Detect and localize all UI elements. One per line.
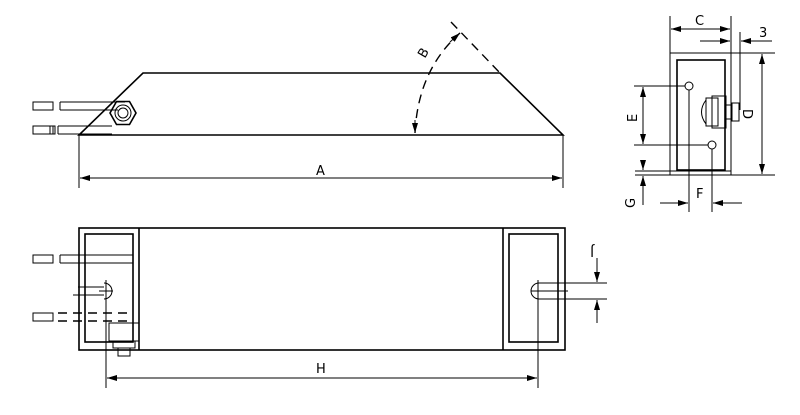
cable-gland [701, 95, 740, 129]
label-3: 3 [759, 26, 767, 41]
label-g: G [624, 198, 639, 208]
wire-terminal [32, 125, 54, 135]
bottom-view [32, 227, 607, 388]
side-view-frame [676, 59, 726, 171]
mounting-hole [707, 140, 717, 150]
label-a: A [316, 164, 325, 179]
label-j: J [590, 243, 595, 258]
label-e: E [626, 114, 641, 122]
top-view [32, 21, 565, 188]
wire-terminal [32, 101, 54, 111]
hex-nut [109, 100, 137, 126]
label-h: H [316, 362, 326, 377]
mounting-hole [684, 81, 694, 91]
label-f: F [696, 187, 703, 202]
top-view-body [77, 72, 565, 136]
terminal-bolt [108, 322, 140, 357]
bottom-view-body [78, 227, 566, 351]
label-d: D [739, 109, 754, 119]
side-view [634, 16, 775, 212]
wire-terminal [32, 254, 54, 264]
label-b: B [415, 46, 432, 61]
label-c: C [695, 14, 704, 29]
wire-terminal [32, 312, 54, 322]
